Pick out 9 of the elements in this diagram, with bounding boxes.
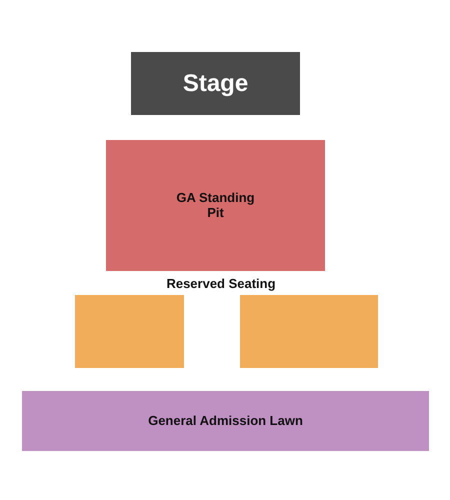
seating-section bbox=[75, 295, 184, 368]
standing-pit-section bbox=[106, 140, 325, 271]
section-label: GA Standing Pit bbox=[175, 190, 256, 220]
section-label: General Admission Lawn bbox=[148, 414, 303, 428]
stage-block bbox=[131, 52, 300, 115]
seating-section bbox=[240, 295, 378, 368]
section-label: Stage bbox=[182, 70, 248, 98]
section-heading: Reserved Seating bbox=[166, 276, 276, 291]
lawn-section bbox=[22, 391, 429, 451]
